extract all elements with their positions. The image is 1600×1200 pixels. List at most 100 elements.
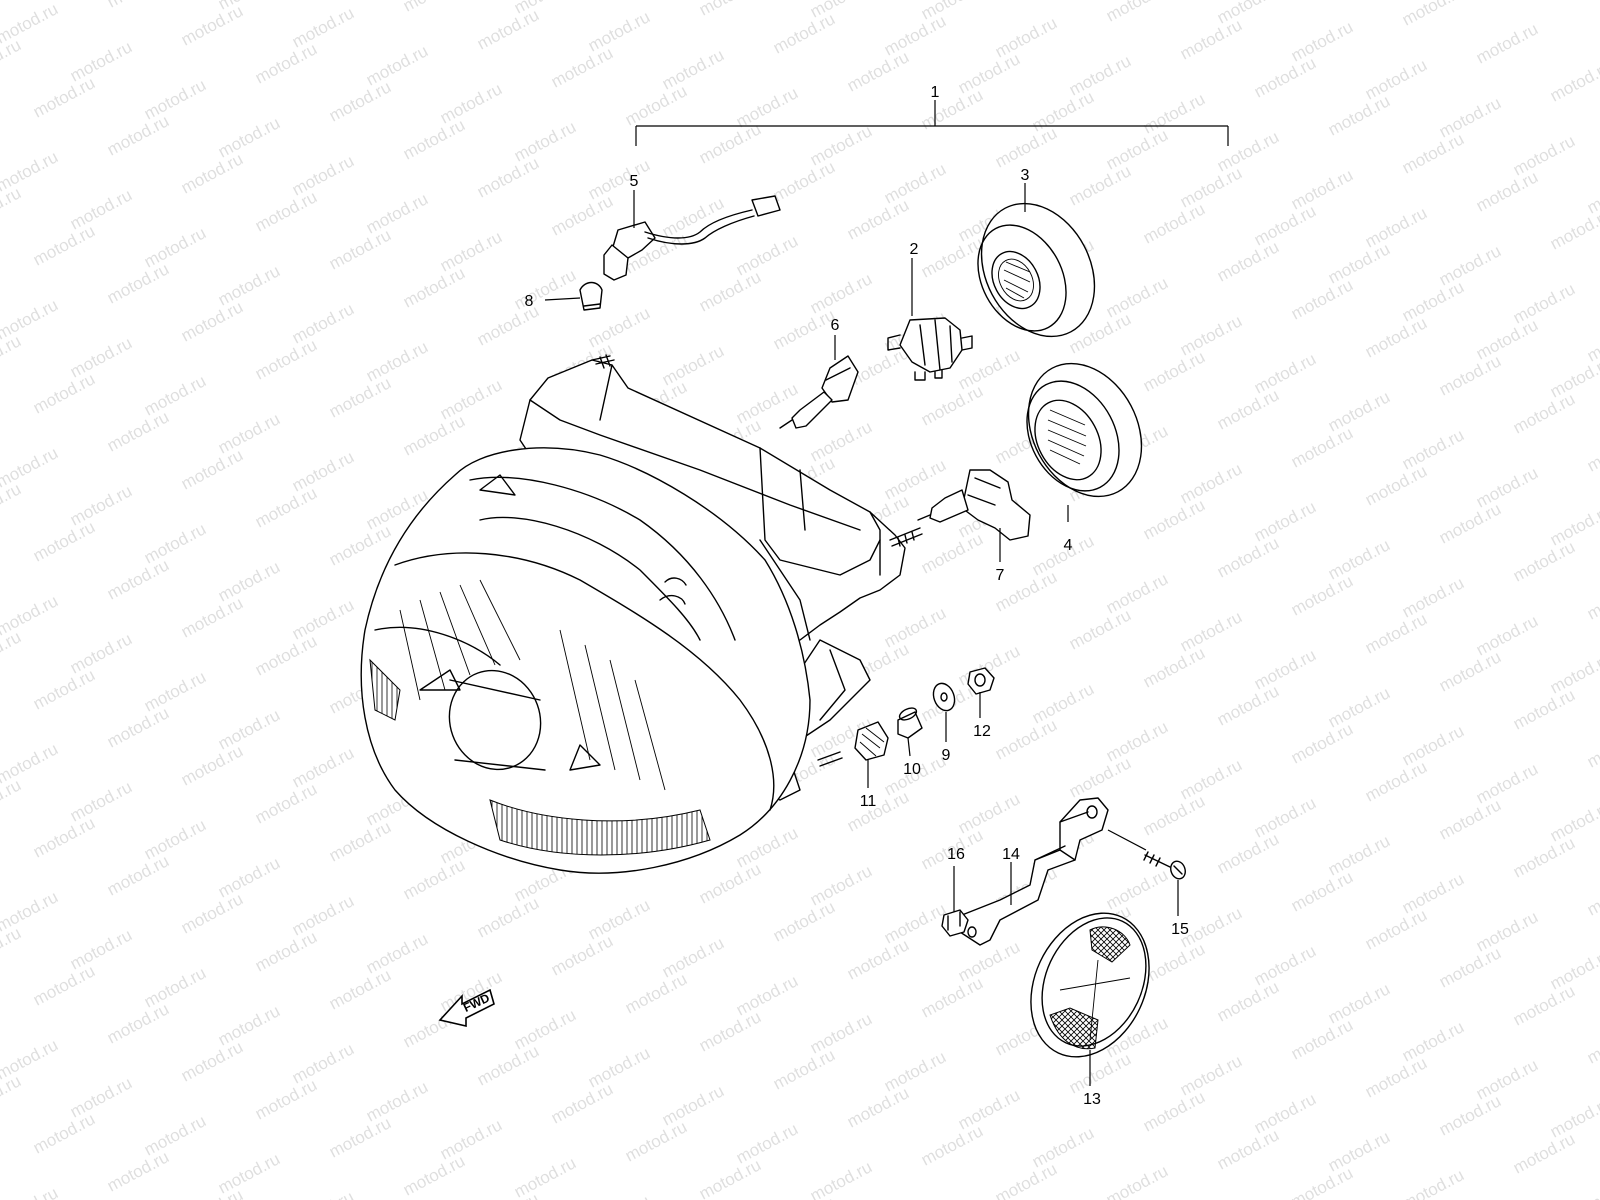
watermark-text: motod.ru [955,1085,1023,1133]
watermark-text: motod.ru [1103,569,1171,617]
watermark-text: motod.ru [1547,1093,1600,1141]
watermark-text: motod.ru [1510,537,1578,585]
watermark-text: motod.ru [437,375,505,423]
watermark-text: motod.ru [881,1195,949,1200]
watermark-text: motod.ru [1436,795,1504,843]
part-label-12: 12 [973,723,991,740]
watermark-text: motod.ru [511,117,579,165]
watermark-text: motod.ru [881,159,949,207]
bulb-socket [887,317,973,381]
watermark-text: motod.ru [733,1119,801,1167]
watermark-text: motod.ru [1399,0,1467,30]
part-label-15: 15 [1171,921,1189,938]
watermark-text: motod.ru [1177,1051,1245,1099]
watermark-text: motod.ru [1547,57,1600,105]
screw [1143,851,1186,880]
watermark-text: motod.ru [252,1075,320,1123]
washer [932,682,956,712]
bulb-cover-lower [1026,362,1143,498]
watermark-text: motod.ru [1251,645,1319,693]
watermark-text: motod.ru [1436,943,1504,991]
watermark-text: motod.ru [104,703,172,751]
watermark-text: motod.ru [1288,275,1356,323]
watermark-text: motod.ru [548,43,616,91]
watermark-text: motod.ru [363,337,431,385]
watermark-text: motod.ru [1510,685,1578,733]
watermark-text: motod.ru [178,1185,246,1200]
watermark-text: motod.ru [1251,349,1319,397]
watermark-text: motod.ru [585,155,653,203]
watermark-text: motod.ru [1066,605,1134,653]
watermark-text: motod.ru [1288,1015,1356,1063]
watermark-text: motod.ru [733,971,801,1019]
watermark-text: motod.ru [326,817,394,865]
watermark-text: motod.ru [1473,759,1541,807]
watermark-text: motod.ru [400,263,468,311]
watermark-text: motod.ru [881,455,949,503]
watermark-text: motod.ru [141,815,209,863]
watermark-text: motod.ru [1473,463,1541,511]
watermark-text: motod.ru [844,1083,912,1131]
watermark-text: motod.ru [67,925,135,973]
watermark-text: motod.ru [992,1159,1060,1200]
watermark-text: motod.ru [30,517,98,565]
watermark-text: motod.ru [696,1155,764,1200]
watermark-text: motod.ru [955,937,1023,985]
watermark-text: motod.ru [1251,941,1319,989]
watermark-text: motod.ru [1584,1019,1600,1067]
watermark-text: motod.ru [67,37,135,85]
watermark-text: motod.ru [918,529,986,577]
watermark-text: motod.ru [1288,17,1356,65]
part-label-10: 10 [903,761,921,778]
watermark-text: motod.ru [1103,0,1171,26]
watermark-text: motod.ru [104,259,172,307]
watermark-text: motod.ru [1362,313,1430,361]
watermark-text: motod.ru [1436,93,1504,141]
watermark-text: motod.ru [1066,753,1134,801]
watermark-text: motod.ru [955,49,1023,97]
watermark-text: motod.ru [992,715,1060,763]
watermark-text: motod.ru [252,927,320,975]
watermark-text: motod.ru [844,195,912,243]
part-label-1: 1 [931,84,940,101]
watermark-text: motod.ru [1288,719,1356,767]
watermark-text: motod.ru [696,267,764,315]
watermark-text: motod.ru [844,935,912,983]
watermark-text: motod.ru [1362,905,1430,953]
watermark-text: motod.ru [0,1071,24,1119]
watermark-text: motod.ru [1140,347,1208,395]
watermark-text: motod.ru [1103,1161,1171,1200]
watermark-text: motod.ru [659,45,727,93]
watermark-text: motod.ru [1140,791,1208,839]
watermark-text: motod.ru [141,667,209,715]
watermark-text: motod.ru [1399,573,1467,621]
watermark-text: motod.ru [955,345,1023,393]
watermark-text: motod.ru [30,221,98,269]
watermark-text: motod.ru [1325,979,1393,1027]
watermark-text: motod.ru [807,417,875,465]
watermark-text: motod.ru [0,627,24,675]
watermark-text: motod.ru [992,13,1060,61]
watermark-text: motod.ru [585,1043,653,1091]
watermark-text: motod.ru [67,1073,135,1121]
watermark-text: motod.ru [104,111,172,159]
watermark-text: motod.ru [1325,91,1393,139]
watermark-text: motod.ru [1510,389,1578,437]
part-label-6: 6 [831,317,840,334]
watermark-text: motod.ru [1584,427,1600,475]
watermark-text: motod.ru [474,153,542,201]
watermark-text: motod.ru [215,705,283,753]
watermark-text: motod.ru [400,115,468,163]
watermark-text: motod.ru [178,149,246,197]
watermark-text: motod.ru [326,1113,394,1161]
watermark-text: motod.ru [178,741,246,789]
watermark-text: motod.ru [548,191,616,239]
watermark-text: motod.ru [1214,681,1282,729]
part-labels: 1 2 3 4 5 6 7 8 9 10 11 12 13 14 15 16 [525,84,1189,1108]
watermark-text: motod.ru [770,157,838,205]
watermark-text: motod.ru [511,265,579,313]
watermark-text: motod.ru [1473,19,1541,67]
watermark-text: motod.ru [30,961,98,1009]
watermark-text: motod.ru [955,789,1023,837]
watermark-text: motod.ru [770,897,838,945]
